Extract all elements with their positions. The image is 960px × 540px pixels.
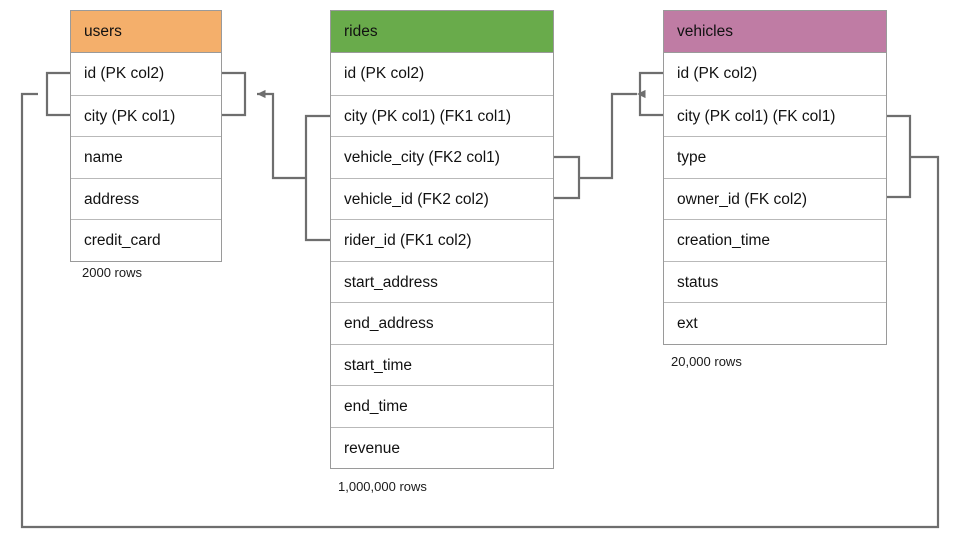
table-vehicles-column-5[interactable]: status [664, 260, 886, 302]
table-rides-row-count: 1,000,000 rows [338, 479, 427, 494]
table-rides-column-4[interactable]: rider_id (FK1 col2) [331, 219, 553, 261]
table-rides-column-1[interactable]: city (PK col1) (FK1 col1) [331, 94, 553, 136]
table-users[interactable]: users id (PK col2) city (PK col1) name a… [70, 10, 222, 262]
table-vehicles-column-0[interactable]: id (PK col2) [664, 53, 886, 95]
table-users-row-count: 2000 rows [82, 265, 142, 280]
table-vehicles-column-6[interactable]: ext [664, 302, 886, 344]
table-rides-column-9[interactable]: revenue [331, 426, 553, 468]
table-users-column-1[interactable]: city (PK col1) [71, 94, 221, 136]
table-vehicles[interactable]: vehicles id (PK col2) city (PK col1) (FK… [663, 10, 887, 345]
table-rides-header: rides [331, 11, 553, 53]
table-vehicles-column-4[interactable]: creation_time [664, 219, 886, 261]
table-vehicles-column-2[interactable]: type [664, 136, 886, 178]
connector-vehicles-to-users-wrap [20, 92, 940, 529]
table-users-column-0[interactable]: id (PK col2) [71, 53, 221, 95]
table-users-column-4[interactable]: credit_card [71, 219, 221, 261]
table-rides-column-2[interactable]: vehicle_city (FK2 col1) [331, 136, 553, 178]
connector-users-right-bracket [222, 71, 247, 117]
table-rides-column-8[interactable]: end_time [331, 385, 553, 427]
table-rides-column-0[interactable]: id (PK col2) [331, 53, 553, 95]
table-users-column-3[interactable]: address [71, 177, 221, 219]
connector-rides-to-vehicles [579, 89, 646, 180]
table-vehicles-column-3[interactable]: owner_id (FK col2) [664, 177, 886, 219]
table-rides[interactable]: rides id (PK col2) city (PK col1) (FK1 c… [330, 10, 554, 469]
table-users-column-2[interactable]: name [71, 136, 221, 178]
connector-rides-left-bracket [304, 114, 330, 242]
connector-users-left-bracket [45, 71, 70, 117]
table-rides-column-3[interactable]: vehicle_id (FK2 col2) [331, 177, 553, 219]
table-vehicles-column-1[interactable]: city (PK col1) (FK col1) [664, 94, 886, 136]
table-rides-column-6[interactable]: end_address [331, 302, 553, 344]
connector-vehicles-right-bracket [887, 114, 912, 199]
connector-vehicles-left-bracket [638, 71, 663, 117]
table-rides-column-7[interactable]: start_time [331, 343, 553, 385]
table-vehicles-row-count: 20,000 rows [671, 354, 742, 369]
table-vehicles-header: vehicles [664, 11, 886, 53]
table-rides-column-5[interactable]: start_address [331, 260, 553, 302]
table-users-header: users [71, 11, 221, 53]
connector-rides-right-bracket [554, 155, 581, 200]
connector-rides-to-users [257, 89, 306, 180]
